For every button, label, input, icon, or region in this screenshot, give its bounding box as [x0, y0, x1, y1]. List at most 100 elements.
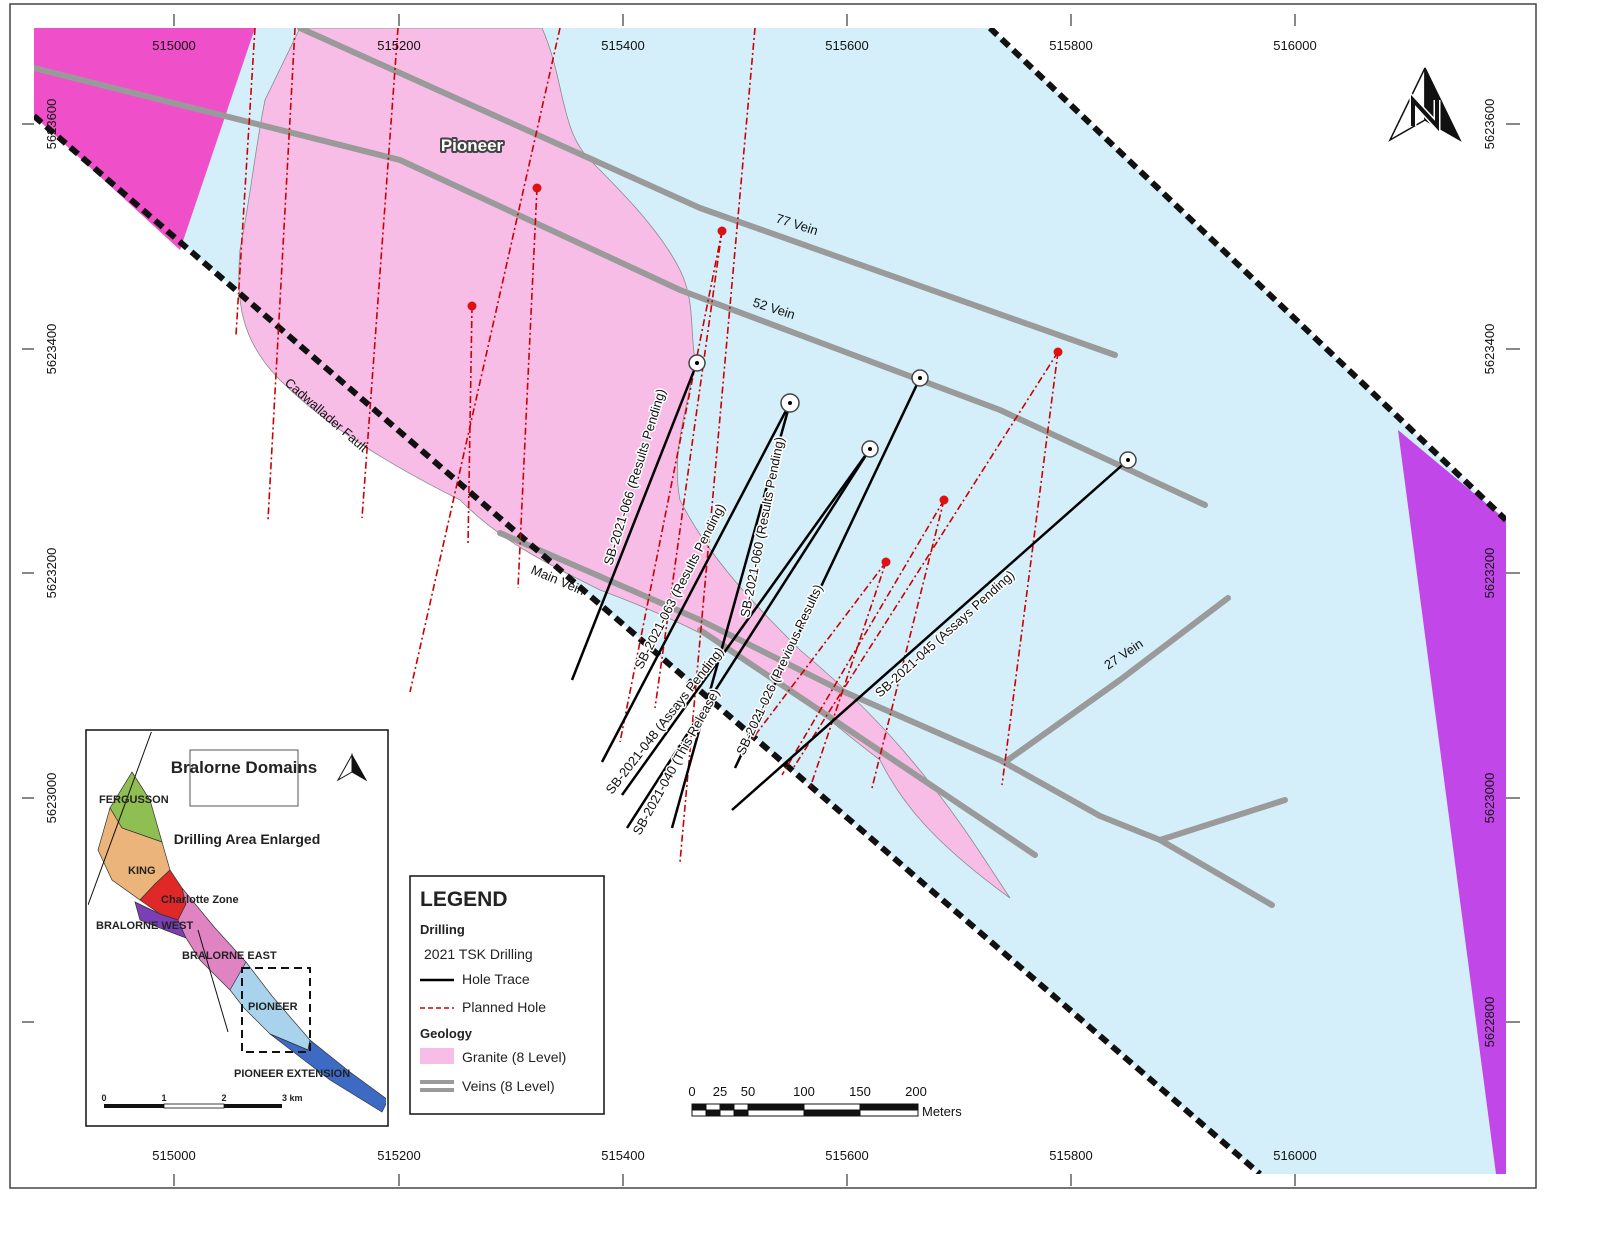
vein-52	[34, 65, 1208, 508]
x-tick-label: 515400	[601, 1148, 644, 1163]
inset-scale-label: 0	[101, 1093, 106, 1103]
y-tick-label: 5623200	[44, 548, 59, 599]
hole-collar	[861, 440, 879, 458]
scale-bar: 0 25 50 100 150 200 Meters	[688, 1084, 962, 1119]
x-tick-label: 515200	[377, 1148, 420, 1163]
hole-trace-063	[600, 402, 792, 763]
x-tick-label: 515200	[377, 38, 420, 53]
scale-label: 200	[905, 1084, 927, 1099]
inset-label-bralorne-east: BRALORNE EAST	[182, 950, 277, 962]
hole-trace-045	[731, 459, 1129, 811]
planned-hole	[654, 230, 723, 709]
x-tick-label: 515000	[152, 1148, 195, 1163]
y-axis-left-labels: 5623600 5623400 5623200 5623000	[44, 99, 59, 824]
north-arrow-icon	[1388, 67, 1462, 142]
hole-traces-layer	[570, 362, 1129, 829]
inset-fault-line	[197, 929, 229, 1033]
legend-title: LEGEND	[420, 888, 508, 911]
hole-trace-040	[625, 448, 872, 829]
inset-scale-label: 3 km	[282, 1093, 303, 1103]
planned-collar	[939, 495, 949, 505]
planned-hole	[517, 187, 538, 589]
inset-scale-label: 1	[161, 1093, 166, 1103]
inset-north-arrow-icon	[336, 753, 368, 782]
inset-map: Bralorne Domains Drilling Area Enlarged …	[85, 729, 389, 1127]
hole-trace-060	[670, 402, 792, 829]
planned-collars-layer	[467, 183, 1063, 567]
inset-scale-label: 2	[221, 1093, 226, 1103]
x-tick-label: 516000	[1273, 1148, 1316, 1163]
planned-hole	[1001, 351, 1059, 786]
inset-fault-line	[88, 732, 152, 906]
y-axis-right-labels: 5623600 5623400 5623200 5623000 5622800	[1482, 99, 1497, 1048]
inset-title: Bralorne Domains	[171, 758, 317, 777]
hole-trace-066	[570, 362, 699, 681]
veins-layer	[34, 28, 1288, 908]
planned-hole	[781, 499, 945, 776]
planned-hole	[467, 305, 473, 546]
planned-hole	[809, 561, 887, 789]
map-body: 77 Vein 52 Vein Main Vein 27 Vein Cadwal…	[34, 28, 1506, 1174]
x-axis-bottom-labels: 515000 515200 515400 515600 515800 51600…	[152, 1148, 1316, 1163]
planned-hole	[679, 28, 756, 863]
east-domain-area	[1398, 430, 1506, 1174]
legend-program: 2021 TSK Drilling	[424, 946, 533, 962]
grid-ticks	[22, 14, 1520, 1186]
planned-collar	[717, 226, 727, 236]
planned-hole	[871, 499, 945, 789]
y-tick-label: 5623600	[44, 99, 59, 150]
y-tick-label: 5622800	[1482, 997, 1497, 1048]
planned-hole	[235, 28, 256, 336]
x-tick-label: 515000	[152, 38, 195, 53]
x-tick-label: 515400	[601, 38, 644, 53]
y-tick-label: 5623200	[1482, 548, 1497, 599]
planned-hole	[361, 28, 399, 519]
inset-label-bralorne-west: BRALORNE WEST	[96, 920, 193, 932]
planned-hole	[267, 28, 296, 521]
x-tick-label: 515800	[1049, 38, 1092, 53]
planned-collar	[881, 557, 891, 567]
scale-unit: Meters	[922, 1104, 962, 1119]
hole-collar	[911, 369, 929, 387]
hole-collar	[780, 393, 800, 413]
legend: LEGEND Drilling 2021 TSK Drilling Hole T…	[409, 875, 605, 1115]
scale-label: 150	[849, 1084, 871, 1099]
inset-label-pioneer: PIONEER	[248, 1001, 298, 1013]
hole-collar	[688, 354, 706, 372]
scale-label: 50	[741, 1084, 755, 1099]
vein-splay-east	[1157, 797, 1288, 843]
x-tick-label: 516000	[1273, 38, 1316, 53]
x-tick-label: 515800	[1049, 1148, 1092, 1163]
planned-holes-layer	[235, 28, 1059, 863]
y-tick-label: 5623400	[44, 324, 59, 375]
y-tick-label: 5623000	[1482, 773, 1497, 824]
y-tick-label: 5623400	[1482, 324, 1497, 375]
planned-hole	[619, 230, 723, 743]
inset-label-pioneer-extension: PIONEER EXTENSION	[234, 1068, 350, 1080]
inset-label-king: KING	[128, 865, 156, 877]
legend-geology-header: Geology	[420, 1026, 473, 1041]
y-tick-label: 5623600	[1482, 99, 1497, 150]
legend-granite-swatch	[420, 1048, 454, 1064]
planned-collar	[467, 301, 477, 311]
scale-label: 100	[793, 1084, 815, 1099]
hole-trace-048	[620, 448, 872, 796]
legend-granite-label: Granite (8 Level)	[462, 1049, 566, 1065]
vein-77	[297, 28, 1118, 358]
legend-drilling-header: Drilling	[420, 922, 465, 937]
legend-planned-hole-label: Planned Hole	[462, 999, 546, 1015]
vein-splay-lower	[697, 627, 1038, 858]
inset-domain-bralorne-east	[177, 887, 251, 991]
planned-collar	[532, 183, 542, 193]
legend-veins-label: Veins (8 Level)	[462, 1078, 555, 1094]
inset-label-charlotte: Charlotte Zone	[161, 894, 239, 906]
planned-collar	[1053, 347, 1063, 357]
x-tick-label: 515600	[825, 38, 868, 53]
inset-subtitle: Drilling Area Enlarged	[174, 831, 321, 847]
inset-label-fergusson: FERGUSSON	[99, 794, 169, 806]
legend-hole-trace-label: Hole Trace	[462, 971, 530, 987]
scale-label: 25	[713, 1084, 727, 1099]
x-tick-label: 515600	[825, 1148, 868, 1163]
x-axis-top-labels: 515000 515200 515400 515600 515800 51600…	[152, 38, 1316, 53]
hole-trace-026	[733, 377, 922, 769]
